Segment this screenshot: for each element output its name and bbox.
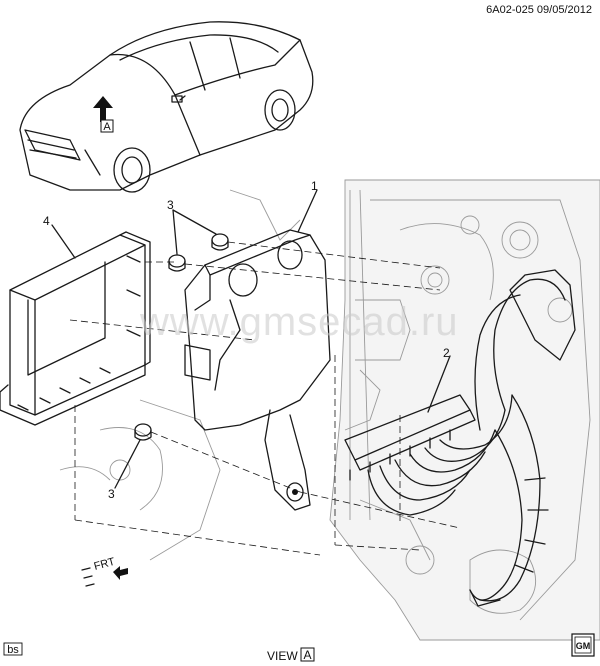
nut-part-3-lower [134, 423, 152, 441]
reference-code: 6A02-025 09/05/2012 [486, 4, 592, 16]
callout-3-lower: 3 [108, 439, 141, 501]
watermark: www.gmsecad.ru [139, 300, 459, 344]
callout-3-upper-label: 3 [167, 198, 174, 212]
callout-4-label: 4 [43, 214, 50, 228]
frt-arrow [113, 566, 128, 580]
bs-badge-label: bs [7, 644, 19, 656]
footer: bs VIEW A GM [3, 633, 595, 663]
vehicle-interior-background [59, 179, 600, 641]
gm-logo-text: GM [576, 641, 591, 651]
control-module-part-4 [0, 231, 151, 426]
vehicle-overview-illustration: A [19, 21, 314, 193]
view-a-indicator-arrow [93, 96, 113, 122]
view-caption-letter: A [303, 648, 311, 662]
callout-3-upper: 3 [167, 198, 217, 255]
callout-1: 1 [297, 179, 318, 233]
mounting-bracket-part-1 [184, 229, 331, 511]
nut-part-3-upper-a [168, 254, 186, 272]
nut-part-3-upper-b [211, 233, 229, 251]
wiring-harness-part-2 [344, 269, 576, 607]
view-a-indicator-label: A [103, 121, 111, 133]
callout-1-label: 1 [311, 179, 318, 193]
bs-badge [3, 642, 23, 656]
view-caption: VIEW [267, 649, 298, 663]
assembly-alignment-lines [69, 241, 461, 556]
frt-label: FRT [93, 556, 117, 573]
view-caption-box [300, 647, 315, 662]
callout-2-label: 2 [443, 346, 450, 360]
view-a-indicator-box [100, 119, 114, 133]
callout-3-lower-label: 3 [108, 487, 115, 501]
front-direction-indicator: FRT [81, 556, 128, 587]
callout-4: 4 [43, 214, 76, 259]
callout-2: 2 [427, 346, 451, 413]
